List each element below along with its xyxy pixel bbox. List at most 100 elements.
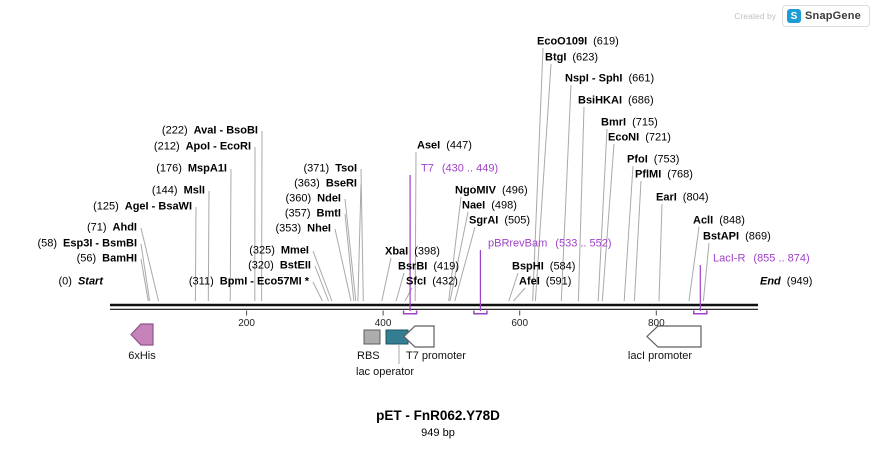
leader-line bbox=[513, 287, 526, 302]
enzyme-label[interactable]: (58)Esp3I - BsmBI bbox=[37, 238, 137, 250]
end-label[interactable]: End(949) bbox=[760, 276, 812, 288]
6xhis-tag-label: 6xHis bbox=[128, 350, 156, 362]
enzyme-label[interactable]: (222)AvaI - BsoBI bbox=[162, 125, 258, 137]
enzyme-label[interactable]: EcoO109I(619) bbox=[537, 36, 619, 48]
snapgene-logo-icon: S bbox=[786, 9, 801, 23]
enzyme-label[interactable]: (56)BamHI bbox=[77, 253, 137, 265]
leader-line bbox=[534, 63, 552, 302]
leader-line bbox=[140, 243, 151, 302]
leader-line bbox=[454, 226, 476, 302]
laci-promoter-label: lacI promoter bbox=[628, 350, 693, 362]
enzyme-label[interactable]: (144)MslI bbox=[152, 185, 205, 197]
t7-promoter[interactable] bbox=[403, 325, 435, 348]
leader-line bbox=[229, 168, 232, 302]
rbs[interactable] bbox=[363, 329, 381, 345]
ruler-tick-label: 400 bbox=[375, 318, 392, 329]
enzyme-label[interactable]: (360)NdeI bbox=[285, 193, 341, 205]
enzyme-label[interactable]: BsiHKAI(686) bbox=[578, 95, 654, 107]
enzyme-label[interactable]: (176)MspA1I bbox=[156, 163, 227, 175]
leader-line bbox=[344, 198, 357, 302]
map-title: pET - FnR062.Y78D bbox=[376, 408, 500, 423]
leader-line bbox=[194, 206, 197, 302]
leader-line bbox=[381, 257, 392, 302]
leader-line bbox=[314, 265, 329, 302]
enzyme-label[interactable]: BsrBI(419) bbox=[398, 261, 459, 273]
laci-promoter[interactable] bbox=[646, 325, 702, 348]
enzyme-label[interactable]: PfoI(753) bbox=[627, 154, 679, 166]
enzyme-label[interactable]: EcoNI(721) bbox=[608, 132, 671, 144]
enzyme-label[interactable]: AseI(447) bbox=[417, 140, 472, 152]
ruler-tick-label: 800 bbox=[648, 318, 665, 329]
lac-operator-label: lac operator bbox=[356, 366, 414, 378]
snapgene-brand-text: SnapGene bbox=[804, 10, 861, 22]
enzyme-label[interactable]: (71)AhdI bbox=[87, 222, 137, 234]
leader-line bbox=[344, 213, 355, 302]
leader-line bbox=[601, 143, 615, 302]
enzyme-label[interactable]: (325)MmeI bbox=[249, 245, 309, 257]
enzyme-label[interactable]: AfeI(591) bbox=[519, 276, 571, 288]
enzyme-label[interactable]: (125)AgeI - BsaWI bbox=[93, 201, 192, 213]
leader-line bbox=[623, 165, 634, 302]
leader-line bbox=[449, 211, 469, 302]
enzyme-label[interactable]: (363)BseRI bbox=[294, 178, 357, 190]
enzyme-label[interactable]: SgrAI(505) bbox=[469, 215, 530, 227]
enzyme-label[interactable]: (357)BmtI bbox=[285, 208, 341, 220]
leader-line bbox=[532, 47, 544, 302]
map-title-block: pET - FnR062.Y78D 949 bp bbox=[0, 408, 876, 439]
enzyme-label[interactable]: (212)ApoI - EcoRI bbox=[154, 141, 251, 153]
leader-line bbox=[577, 106, 585, 302]
primer-label-pBRrevBam[interactable]: pBRrevBam(533 .. 552) bbox=[488, 238, 612, 250]
leader-line bbox=[658, 203, 663, 302]
enzyme-label[interactable]: AclI(848) bbox=[693, 215, 745, 227]
ruler-tick-label: 600 bbox=[511, 318, 528, 329]
leader-line bbox=[334, 228, 352, 302]
leader-line bbox=[140, 227, 159, 302]
leader-line bbox=[404, 287, 413, 302]
start-label[interactable]: (0)Start bbox=[58, 276, 104, 288]
leader-line bbox=[140, 258, 149, 302]
leader-line bbox=[688, 226, 700, 302]
enzyme-label[interactable]: NaeI(498) bbox=[462, 200, 517, 212]
leader-line bbox=[560, 84, 572, 302]
leader-line bbox=[357, 183, 362, 302]
enzyme-label[interactable]: (311)BpmI - Eco57MI * bbox=[189, 276, 310, 288]
snapgene-badge[interactable]: Created by S SnapGene bbox=[734, 5, 870, 27]
primer-label-T7[interactable]: T7(430 .. 449) bbox=[421, 163, 498, 175]
primer-glyph-T7[interactable] bbox=[402, 310, 418, 315]
enzyme-label[interactable]: XbaI(398) bbox=[385, 246, 440, 258]
enzyme-label[interactable]: (371)TsoI bbox=[304, 163, 357, 175]
leader-line bbox=[312, 281, 323, 302]
enzyme-label[interactable]: (353)NheI bbox=[275, 223, 331, 235]
enzyme-label[interactable]: PflMI(768) bbox=[635, 169, 693, 181]
enzyme-label[interactable]: NgoMIV(496) bbox=[455, 185, 528, 197]
enzyme-label[interactable]: NspI - SphI(661) bbox=[565, 73, 654, 85]
leader-line bbox=[414, 151, 417, 302]
t7-promoter-label: T7 promoter bbox=[406, 350, 466, 362]
primer-glyph-pBRrevBam[interactable] bbox=[473, 310, 488, 315]
enzyme-label[interactable]: SfcI(432) bbox=[406, 276, 458, 288]
leader-line bbox=[312, 250, 333, 302]
snapgene-badge-box[interactable]: S SnapGene bbox=[781, 5, 870, 27]
6xhis-tag[interactable] bbox=[130, 323, 154, 346]
enzyme-label[interactable]: BspHI(584) bbox=[512, 261, 575, 273]
leader-line bbox=[448, 196, 462, 302]
ruler-tick-label: 200 bbox=[238, 318, 255, 329]
primer-glyph-LacI-R[interactable] bbox=[693, 310, 708, 315]
leader-line bbox=[702, 242, 710, 302]
enzyme-label[interactable]: EarI(804) bbox=[656, 192, 708, 204]
created-by-text: Created by bbox=[734, 11, 776, 21]
primer-label-LacI-R[interactable]: LacI-R(855 .. 874) bbox=[713, 253, 810, 265]
enzyme-label[interactable]: BstAPI(869) bbox=[703, 231, 771, 243]
enzyme-label[interactable]: BtgI(623) bbox=[545, 52, 598, 64]
enzyme-label[interactable]: BmrI(715) bbox=[601, 117, 658, 129]
rbs-label: RBS bbox=[357, 350, 380, 362]
leader-line bbox=[633, 180, 642, 302]
enzyme-label[interactable]: (320)BstEII bbox=[248, 260, 311, 272]
leader-line bbox=[360, 168, 364, 302]
leader-line bbox=[207, 190, 210, 302]
leader-line bbox=[395, 272, 405, 302]
leader-line bbox=[597, 128, 608, 302]
leader-line bbox=[508, 272, 519, 302]
